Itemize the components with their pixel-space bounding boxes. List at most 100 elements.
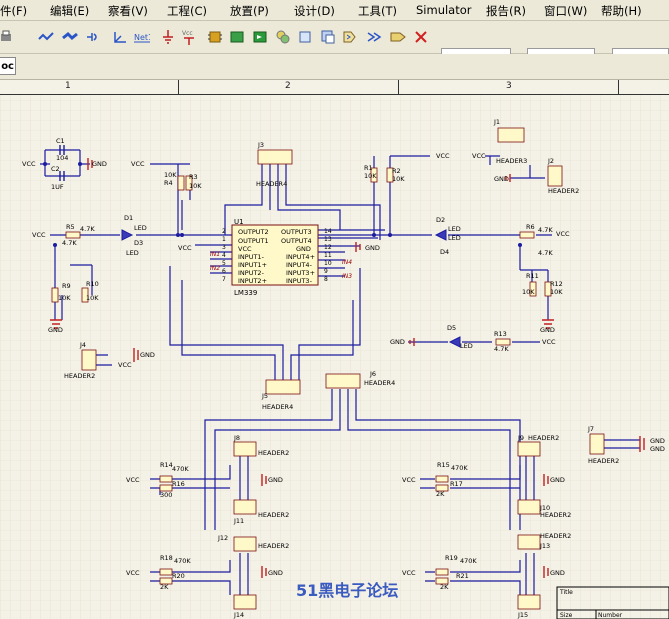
led-d5[interactable] — [448, 336, 461, 348]
net-label-gnd: GND — [494, 175, 509, 183]
header-j4[interactable] — [81, 349, 97, 371]
resistor-r9[interactable] — [51, 287, 59, 303]
capacitor-c1[interactable] — [59, 145, 65, 155]
resistor-r4[interactable] — [177, 175, 185, 191]
menu-simulator[interactable]: Simulator — [416, 3, 472, 17]
gnd-port-icon[interactable] — [160, 29, 176, 45]
port-icon[interactable] — [342, 29, 358, 45]
header-ref: J6 — [369, 370, 376, 378]
resistor-r19[interactable] — [435, 568, 449, 576]
menu-file[interactable]: 件(F) — [0, 4, 28, 18]
cap-value: 104 — [56, 154, 68, 162]
header-ref: J5 — [261, 392, 268, 400]
net-tag: IN1 — [210, 251, 220, 258]
header-j3[interactable] — [257, 149, 293, 165]
resistor-r12[interactable] — [544, 281, 552, 297]
directive-icon[interactable] — [390, 29, 406, 45]
menu-reports[interactable]: 报告(R) — [486, 4, 526, 18]
ic-pin-num: 5 — [222, 260, 226, 267]
res-value: 4.7K — [538, 226, 553, 234]
resistor-r20[interactable] — [159, 577, 173, 585]
resistor-r6[interactable] — [519, 231, 535, 239]
print-icon[interactable] — [0, 29, 16, 45]
menu-view[interactable]: 察看(V) — [108, 4, 148, 18]
sheet-entry-icon[interactable] — [252, 29, 268, 45]
header-j14[interactable] — [233, 594, 257, 610]
menu-help[interactable]: 帮助(H) — [601, 4, 642, 18]
led-d1[interactable] — [121, 229, 134, 241]
ic-part: LM339 — [234, 289, 257, 297]
menu-edit[interactable]: 编辑(E) — [50, 4, 90, 18]
res-ref: R17 — [450, 480, 463, 488]
res-value: 10K — [86, 294, 99, 302]
resistor-r1[interactable] — [370, 167, 378, 183]
resistor-r10[interactable] — [81, 287, 89, 303]
resistor-r16[interactable] — [159, 484, 173, 492]
resistor-r17[interactable] — [435, 484, 449, 492]
signal-harness-icon[interactable] — [86, 29, 102, 45]
resistor-r21[interactable] — [435, 577, 449, 585]
part-icon[interactable] — [207, 29, 223, 45]
header-j10[interactable] — [517, 499, 541, 515]
led-ref: D2 — [436, 216, 445, 224]
header-j12[interactable] — [233, 536, 257, 552]
resistor-r13[interactable] — [495, 338, 511, 346]
res-value: 10K — [364, 172, 377, 180]
off-sheet-connector-icon[interactable] — [366, 29, 382, 45]
ic-pin-num: 6 — [222, 268, 226, 275]
header-j11[interactable] — [233, 499, 257, 515]
device-sheet-icon[interactable] — [275, 29, 291, 45]
header-j8[interactable] — [233, 441, 257, 457]
ruler-divider — [178, 80, 179, 94]
header-j2[interactable] — [547, 165, 563, 187]
resistor-r11[interactable] — [529, 281, 537, 297]
schematic-canvas[interactable]: U1 LM339 OUTPUT2 OUTPUT1 VCC INPUT1- INP… — [0, 95, 669, 619]
resistor-r5[interactable] — [65, 231, 81, 239]
header-ref: J7 — [587, 425, 594, 433]
ic-pin-num: 12 — [324, 244, 332, 251]
no-erc-icon[interactable] — [413, 29, 429, 45]
header-j7[interactable] — [589, 433, 605, 455]
harness-connector-icon[interactable] — [297, 29, 313, 45]
svg-text:Vcc: Vcc — [182, 30, 193, 37]
wire-icon[interactable] — [38, 29, 54, 45]
capacitor-c2[interactable] — [59, 171, 65, 181]
net-label-icon[interactable]: Net1 — [134, 29, 150, 45]
res-ref: R5 — [66, 223, 75, 231]
header-j9[interactable] — [517, 441, 541, 457]
net-label-vcc: VCC — [126, 569, 140, 577]
bus-icon[interactable] — [62, 29, 78, 45]
header-j1[interactable] — [497, 127, 525, 143]
sheet-symbol-icon[interactable] — [229, 29, 245, 45]
header-j5[interactable] — [265, 379, 301, 395]
document-tab-bar: oc — [0, 54, 669, 80]
menu-design[interactable]: 设计(D) — [294, 4, 335, 18]
ic-pin-num: 11 — [324, 252, 332, 259]
resistor-r3[interactable] — [185, 175, 193, 191]
ic-pin-num: 8 — [324, 276, 328, 283]
document-tab[interactable]: oc — [0, 57, 16, 75]
svg-text:Net1: Net1 — [134, 33, 150, 42]
watermark-text: 51黑电子论坛 — [296, 581, 399, 600]
resistor-r14[interactable] — [159, 475, 173, 483]
net-label-vcc: VCC — [131, 160, 145, 168]
header-j13[interactable] — [517, 534, 541, 550]
menu-project[interactable]: 工程(C) — [167, 4, 208, 18]
menu-place[interactable]: 放置(P) — [230, 4, 269, 18]
ic-pin-num: 2 — [222, 228, 226, 235]
header-type: HEADER3 — [496, 157, 527, 165]
res-value: 2K — [436, 490, 445, 498]
net-label-gnd: GND — [48, 326, 63, 334]
menu-tools[interactable]: 工具(T) — [358, 4, 397, 18]
led-d2[interactable] — [434, 229, 447, 241]
resistor-r18[interactable] — [159, 568, 173, 576]
resistor-r2[interactable] — [386, 167, 394, 183]
header-j6[interactable] — [325, 373, 361, 389]
harness-entry-icon[interactable] — [320, 29, 336, 45]
bus-entry-icon[interactable] — [112, 29, 128, 45]
resistor-r15[interactable] — [435, 475, 449, 483]
vcc-port-icon[interactable]: Vcc — [181, 29, 197, 45]
menu-window[interactable]: 窗口(W) — [544, 4, 588, 18]
header-j15[interactable] — [517, 594, 541, 610]
ic-lm339[interactable]: U1 LM339 OUTPUT2 OUTPUT1 VCC INPUT1- INP… — [210, 218, 352, 297]
